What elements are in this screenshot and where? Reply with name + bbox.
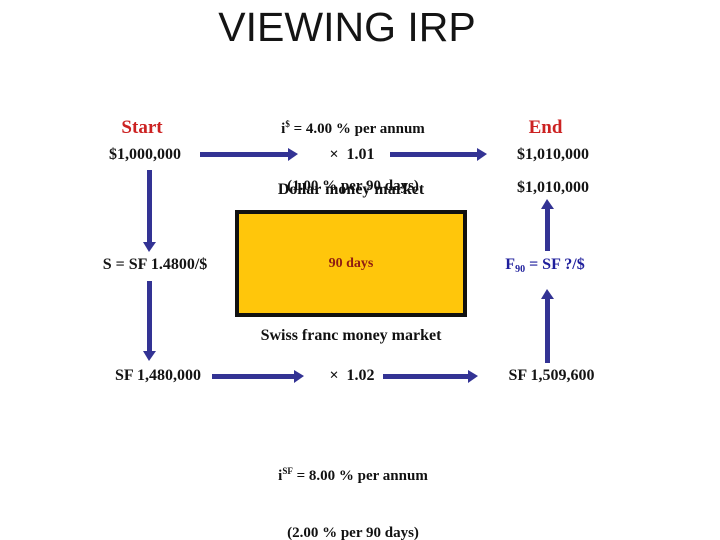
chf-start-value: SF 1,480,000 (114, 367, 202, 384)
chf-rate-per90: (2.00 % per 90 days) (287, 525, 419, 540)
usd-rate-block: i$ = 4.00 % per annum (1.00 % per 90 day… (0, 77, 706, 234)
usd-end-value-repeat: $1,010,000 (517, 179, 589, 196)
chf-end-value: SF 1,509,600 (508, 367, 595, 384)
usd-flow-arrow-2 (390, 148, 487, 161)
chf-rate-sup: SF (282, 466, 293, 476)
usd-flow-arrow-1 (200, 148, 298, 161)
forward-conversion-arrow-bottom (541, 289, 554, 363)
chf-investment-arrow (143, 281, 156, 361)
spot-conversion-arrow (143, 170, 156, 252)
usd-rate-line: i$ = 4.00 % per annum (281, 119, 425, 137)
chf-multiplier: × 1.02 (329, 367, 375, 384)
forward-conversion-arrow-top (541, 199, 554, 251)
chf-flow-arrow-1 (212, 370, 304, 383)
forward-rate-sub: 90 (515, 264, 526, 275)
slide-title: VIEWING IRP (218, 4, 476, 50)
forward-rate-label: F90 = SF ?/$ (505, 256, 585, 275)
chf-rate-line: iSF = 8.00 % per annum (278, 466, 428, 484)
chf-flow-arrow-2 (383, 370, 478, 383)
usd-multiplier: × 1.01 (329, 146, 375, 163)
period-box-label: 90 days (328, 255, 374, 271)
end-label: End (528, 117, 563, 138)
usd-end-value: $1,010,000 (517, 146, 589, 163)
period-box: 90 days (235, 210, 467, 317)
usd-start-value: $1,000,000 (109, 146, 181, 163)
usd-rate-per90: (1.00 % per 90 days) (287, 178, 419, 194)
dollar-market-label: Dollar money market (277, 181, 425, 198)
swiss-market-label: Swiss franc money market (260, 327, 442, 344)
usd-rate-sup: $ (285, 119, 290, 129)
spot-rate-label: S = SF 1.4800/$ (102, 256, 208, 273)
start-label: Start (121, 117, 163, 138)
chf-rate-block: iSF = 8.00 % per annum (2.00 % per 90 da… (0, 424, 706, 540)
